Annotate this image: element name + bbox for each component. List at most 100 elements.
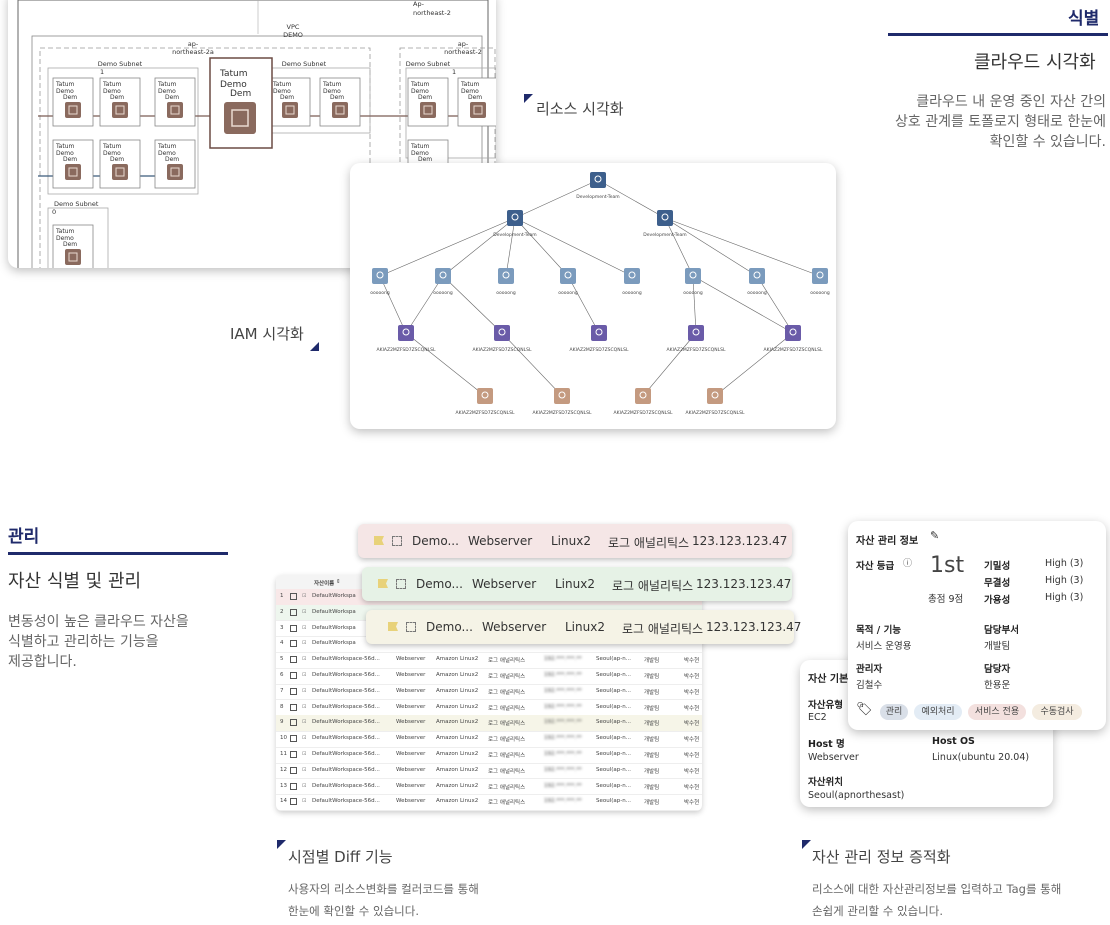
row-checkbox[interactable] xyxy=(290,782,297,790)
node-subtitle: Dem xyxy=(63,94,77,101)
iam-user[interactable]: ooooong xyxy=(433,268,453,296)
tag-manage[interactable]: 관리 xyxy=(880,704,908,720)
iam-user[interactable]: ooooong xyxy=(810,268,830,296)
iam-user[interactable]: ooooong xyxy=(747,268,767,296)
iam-group-icon xyxy=(507,210,523,226)
iam-user[interactable]: ooooong xyxy=(622,268,642,296)
asset-type-value: EC2 xyxy=(808,712,827,723)
iam-user[interactable]: ooooong xyxy=(496,268,516,296)
pencil-icon[interactable]: ✎ xyxy=(930,529,940,542)
iam-access-key-icon xyxy=(477,388,493,404)
row-checkbox[interactable] xyxy=(290,766,297,774)
iam-group[interactable]: Development-Team xyxy=(643,210,687,238)
node-title: Tatum xyxy=(55,81,75,88)
iam-access-key[interactable]: AKIAZ2MZFSD7ZSCQNLSL xyxy=(456,388,515,416)
tag-exception[interactable]: 예외처리 xyxy=(914,704,962,720)
row-checkbox[interactable] xyxy=(290,798,297,806)
iam-policy[interactable]: AKIAZ2MZFSD7ZSCQNLSL xyxy=(764,325,823,353)
iam-group[interactable]: Development-Team xyxy=(493,210,537,238)
tree-edge xyxy=(442,275,503,334)
row-checkbox[interactable] xyxy=(290,608,297,616)
iam-policy-icon xyxy=(785,325,801,341)
cell-tag: 로그 애널리틱스 xyxy=(488,768,526,775)
iam-access-key[interactable]: AKIAZ2MZFSD7ZSCQNLSL xyxy=(533,388,592,416)
node-subtitle: Demo xyxy=(56,88,74,95)
section-subtitle-manage: 자산 식별 및 관리 xyxy=(8,571,142,592)
iam-policy[interactable]: AKIAZ2MZFSD7ZSCQNLSL xyxy=(667,325,726,353)
row-checkbox[interactable] xyxy=(290,703,297,711)
caption-diff-desc: 사용자의 리소스변화를 컬러코드를 통해 한눈에 확인할 수 있습니다. xyxy=(288,882,479,918)
iam-access-key[interactable]: AKIAZ2MZFSD7ZSCQNLSL xyxy=(614,388,673,416)
cell-asset-name: DefaultWorkspace-56d... xyxy=(312,687,380,694)
cell-owner: 박수현 xyxy=(684,658,700,665)
row-checkbox[interactable] xyxy=(290,640,297,648)
table-header-name[interactable]: 자산이름 xyxy=(314,581,335,587)
cell-region: Seoul(ap-n... xyxy=(596,672,631,678)
caption-marker xyxy=(802,840,811,849)
row-checkbox[interactable] xyxy=(290,735,297,743)
row-checkbox[interactable] xyxy=(290,719,297,727)
section-bar xyxy=(888,33,1108,36)
subnet-number: 1 xyxy=(452,68,456,76)
row-checkbox[interactable] xyxy=(290,672,297,679)
tree-edge xyxy=(664,217,758,277)
sort-icon[interactable]: ⇕ xyxy=(336,579,341,585)
iam-user[interactable]: ooooong xyxy=(683,268,703,296)
iam-access-key[interactable]: AKIAZ2MZFSD7ZSCQNLSL xyxy=(686,388,745,416)
host-os-value: Linux(ubuntu 20.04) xyxy=(932,752,1030,763)
iam-policy[interactable]: AKIAZ2MZFSD7ZSCQNLSL xyxy=(570,325,629,353)
info-icon[interactable]: ⓘ xyxy=(903,559,913,569)
flag-icon xyxy=(374,536,384,545)
subnet-label: Demo Subnet xyxy=(282,60,327,68)
tag-manual-check[interactable]: 수동검사 xyxy=(1032,704,1082,720)
iam-user[interactable]: ooooong xyxy=(370,268,390,296)
row-checkbox[interactable] xyxy=(290,624,297,632)
iam-policy[interactable]: AKIAZ2MZFSD7ZSCQNLSL xyxy=(473,325,532,353)
resource-icon: ⊡ xyxy=(302,593,307,599)
tag-service-only[interactable]: 서비스 전용 xyxy=(968,704,1026,720)
cell-tag: 로그 애널리틱스 xyxy=(488,753,526,759)
row-checkbox[interactable] xyxy=(290,687,297,695)
diff-os: Linux2 xyxy=(565,620,605,634)
chip-icon xyxy=(65,164,81,180)
integrity-label: 무결성 xyxy=(984,578,1011,589)
iam-policy[interactable]: AKIAZ2MZFSD7ZSCQNLSL xyxy=(377,325,436,353)
tree-edge xyxy=(379,275,407,334)
iam-team-root[interactable]: Development-Team xyxy=(576,172,620,200)
iam-policy-label: AKIAZ2MZFSD7ZSCQNLSL xyxy=(570,347,629,353)
row-checkbox[interactable] xyxy=(290,593,297,600)
row-checkbox[interactable] xyxy=(290,751,297,758)
integrity-value: High (3) xyxy=(1045,575,1084,586)
cell-host: Webserver xyxy=(396,766,426,773)
iam-user[interactable]: ooooong xyxy=(558,268,578,296)
row-checkbox[interactable] xyxy=(290,656,297,664)
iam-user-icon xyxy=(749,268,765,284)
section-subtitle-identify: 클라우드 시각화 xyxy=(974,52,1096,73)
